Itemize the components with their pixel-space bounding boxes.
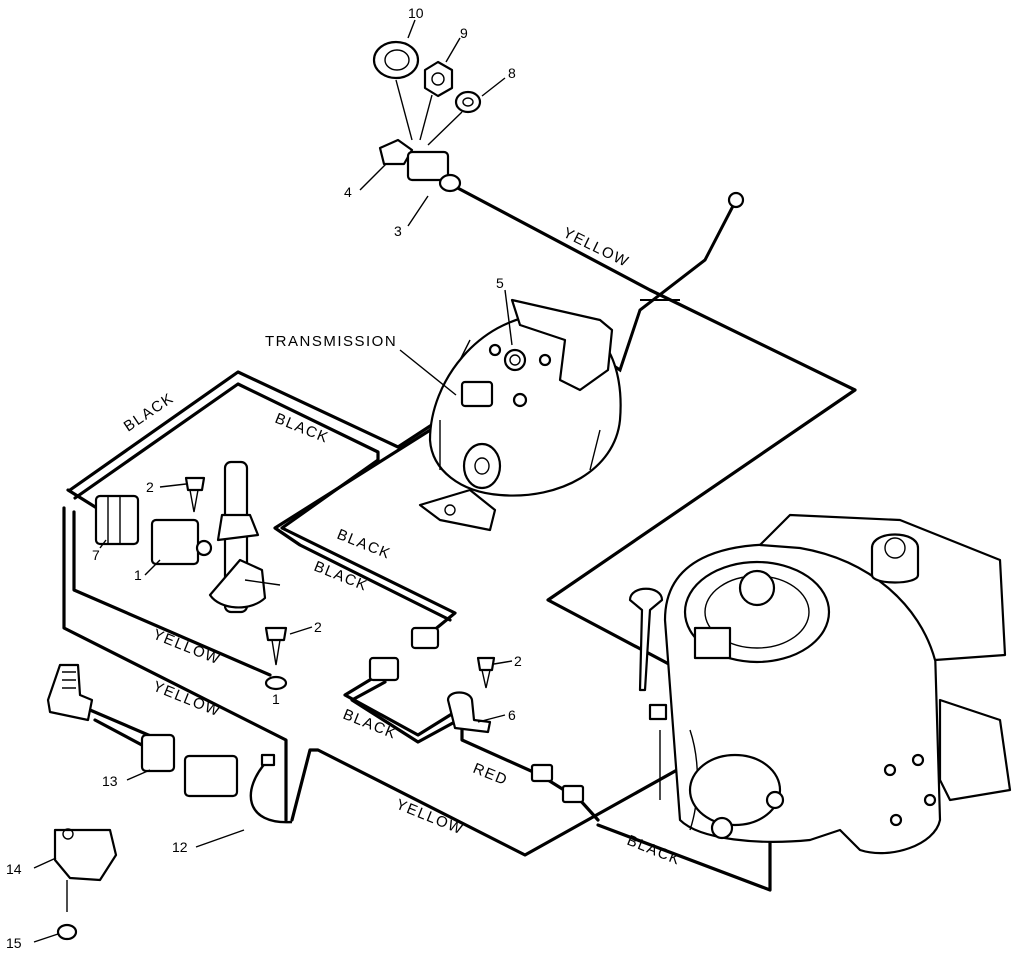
washer [454,90,482,114]
plug-male [410,626,440,650]
screw-2b [264,626,288,691]
washer-hole [462,97,474,107]
bezel-ring-inner [384,49,410,71]
throttle-rod [604,191,745,373]
label-transmission: TRANSMISSION [265,333,397,350]
connector-7 [94,494,140,546]
seat-switch-assembly [46,663,293,824]
bracket-14 [53,828,118,941]
rod-knob [727,191,745,209]
plug-connector [368,626,440,682]
part-number-14: 14 [6,861,22,877]
black-wire-outer-2 [73,382,380,500]
module-13 [140,733,176,773]
part-number-5: 5 [496,275,504,291]
neutral-switch [503,348,527,372]
part-number-7: 7 [92,547,100,563]
black-wire-connector-2 [350,680,464,744]
coil [693,626,732,660]
part-number-1: 1 [134,567,142,583]
plug-female [368,656,400,682]
label-black-outer: BLACK [121,390,178,436]
part-number-12: 12 [172,839,188,855]
part-number-6: 6 [508,707,516,723]
connector-block [94,494,140,546]
part-number-2a: 2 [146,479,154,495]
bracket [53,828,118,882]
part-number-2c: 2 [514,653,522,669]
hex-nut-hole [431,72,445,86]
transmission-bracket [510,298,614,392]
red-wire-connectors [530,763,585,804]
part-number-3: 3 [394,223,402,239]
label-yellow-bottom: YELLOW [394,796,467,839]
dipstick [628,587,664,692]
black-wire-connector [343,673,457,737]
switch-1 [150,518,200,566]
part-number-1b: 1 [272,691,280,707]
engine [628,513,1012,855]
transmission-switch-plug [460,380,494,408]
label-red: RED [471,760,511,789]
screw-2a [184,476,206,513]
yellow-wire-left [62,506,288,822]
black-wire-inner-2 [273,403,472,622]
muffler [938,698,1012,802]
switch-end [438,173,462,193]
part-number-15: 15 [6,935,22,951]
hex-nut [423,60,454,98]
part-number-8: 8 [508,65,516,81]
part-number-4: 4 [344,184,352,200]
leader-lines [33,19,513,943]
terminal-6 [446,691,492,734]
ground-terminal [446,691,492,734]
black-wire-outer-3 [66,488,102,512]
part-number-13: 13 [102,773,118,789]
part-number-10: 10 [408,5,424,21]
screw-15 [56,923,78,941]
label-black-mid2: BLACK [312,558,371,595]
connector-12 [183,754,239,798]
yellow-wire-top [450,183,857,717]
bezel-ring [372,40,420,80]
switch-body [406,150,450,182]
part-numbers: 10 9 8 4 3 5 2 7 1 2 1 2 6 13 12 14 15 [6,5,522,951]
yellow-wire-left-2 [72,510,272,677]
label-yellow-left: YELLOW [151,626,224,669]
transmission [418,298,622,532]
label-black-engine: BLACK [625,832,684,869]
brake-lever [208,460,281,614]
seat-switch [46,663,94,722]
interlock-switch [150,518,213,566]
key-switch-assembly [372,40,482,193]
part-number-9: 9 [460,25,468,41]
screw-2c [476,656,496,689]
yellow-wire-bottom [290,716,772,857]
engine-shroud [758,513,1007,662]
label-yellow-lower: YELLOW [151,678,224,721]
transmission-pulley [462,442,502,490]
part-number-2b: 2 [314,619,322,635]
washer-1 [264,675,288,691]
